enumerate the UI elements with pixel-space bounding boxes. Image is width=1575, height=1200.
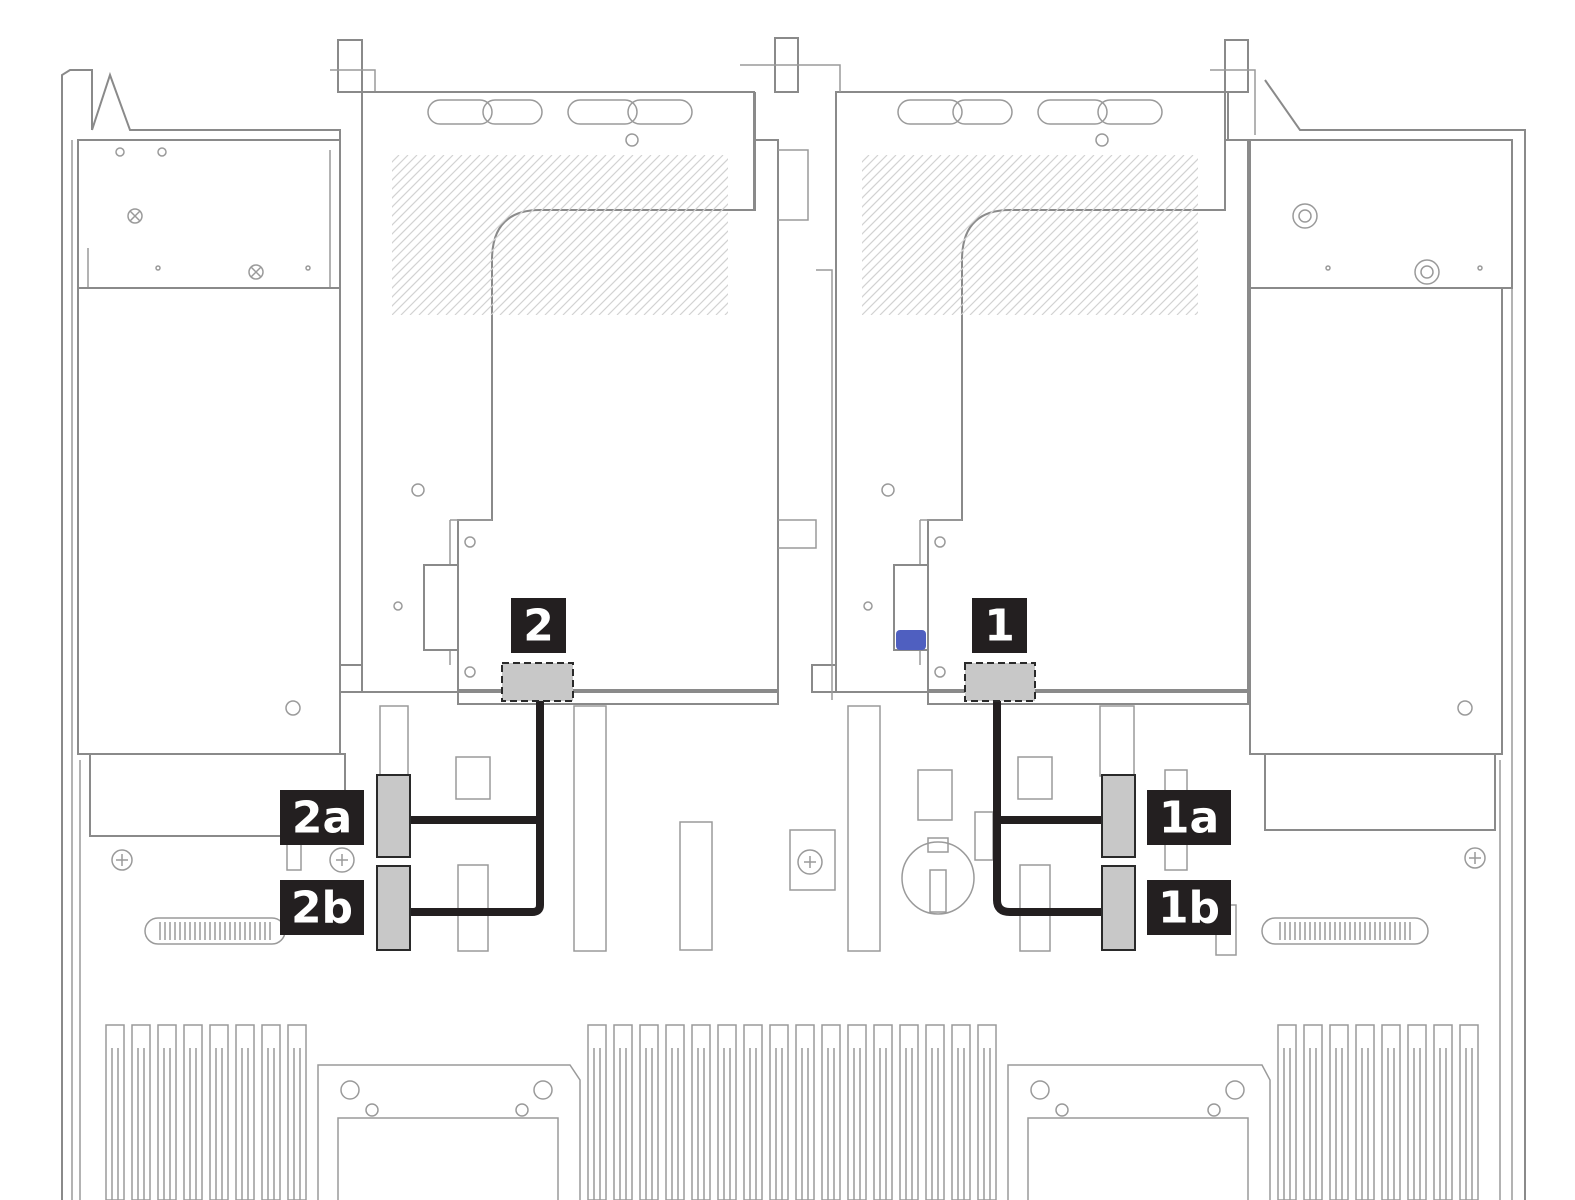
chassis (61, 69, 1526, 1200)
riser-1-connector (964, 662, 1036, 702)
svg-text:2: 2 (523, 601, 554, 652)
left-psu-bay (77, 71, 346, 837)
connector-2a (376, 774, 411, 858)
svg-text:2a: 2a (292, 793, 352, 844)
callout-2b: 2b (280, 880, 364, 935)
svg-text:1b: 1b (1158, 883, 1220, 934)
callout-1b: 1b (1147, 880, 1231, 935)
riser-2-assembly (330, 39, 779, 705)
cable-riser-1 (993, 700, 1102, 916)
callout-2a: 2a (280, 790, 364, 845)
right-psu-bay (1249, 79, 1515, 831)
svg-text:2b: 2b (291, 883, 353, 934)
connector-1b (1101, 865, 1136, 951)
motherboard-slots (105, 705, 1486, 1200)
svg-text:1a: 1a (1159, 793, 1219, 844)
riser-1-assembly (811, 39, 1256, 705)
callout-1: 1 (972, 598, 1027, 653)
riser-2-connector (501, 662, 574, 702)
callout-1a: 1a (1147, 790, 1231, 845)
svg-text:1: 1 (984, 601, 1015, 652)
riser-latch-accent (896, 630, 926, 650)
connector-2b (376, 865, 411, 951)
callout-2: 2 (511, 598, 566, 653)
center-bracket (740, 37, 841, 700)
cable-riser-2 (410, 700, 544, 916)
connector-1a (1101, 774, 1136, 858)
